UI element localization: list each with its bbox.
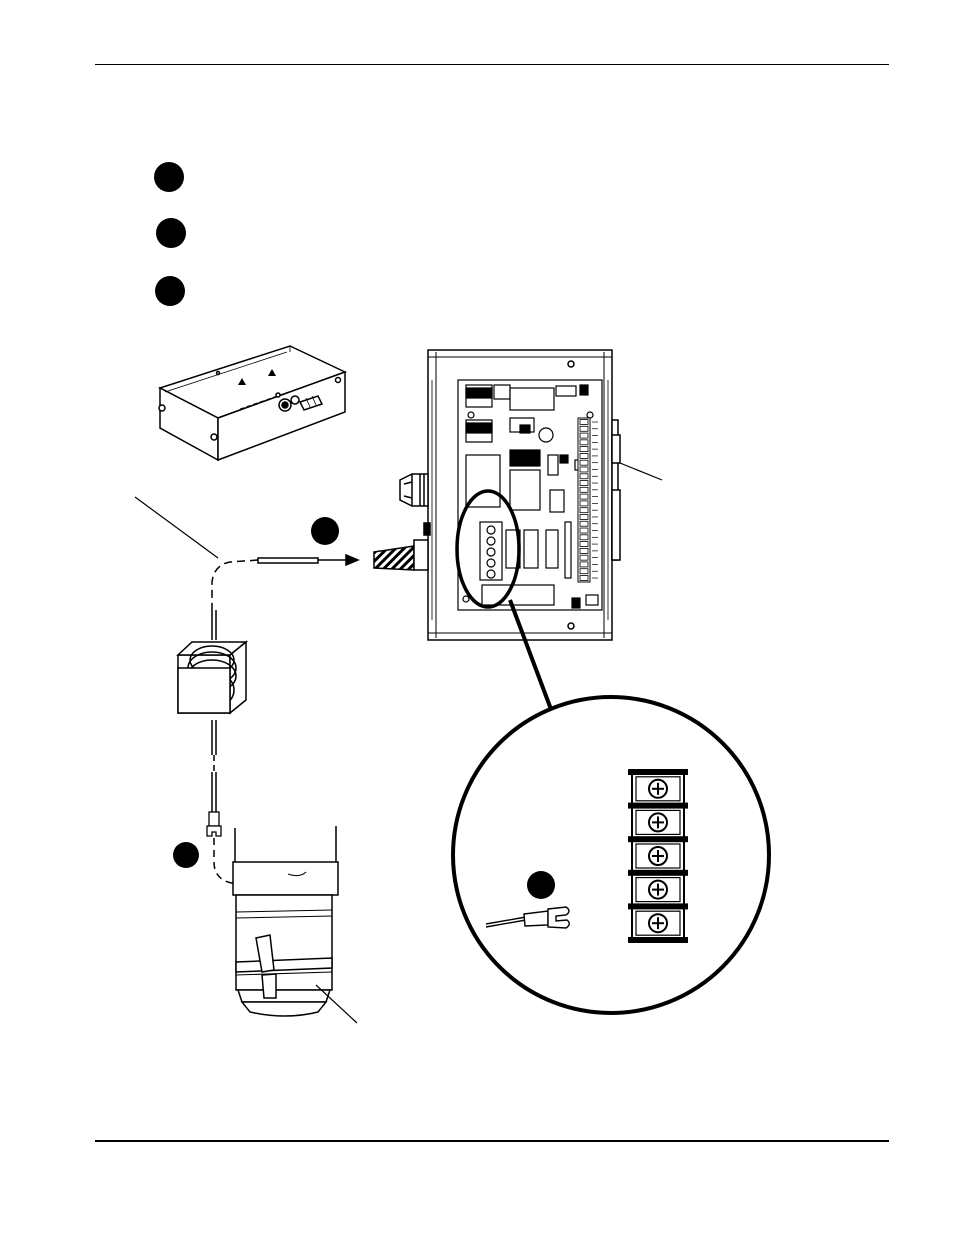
- pcb-terminal: [579, 500, 589, 507]
- pcb-terminal: [579, 493, 589, 500]
- pcb-terminal: [579, 507, 589, 514]
- pcb-terminal: [579, 554, 589, 561]
- step-1-marker: [154, 162, 184, 192]
- leader-line-left: [134, 496, 219, 559]
- enclosure-box: [158, 345, 347, 462]
- header-rule: [95, 64, 889, 65]
- pcb-terminal: [579, 486, 589, 493]
- pcb-terminal: [579, 520, 589, 527]
- callout-marker-connector: [311, 517, 339, 545]
- pcb-terminal: [579, 568, 589, 575]
- leader-line-sensor: [315, 984, 358, 1024]
- magnify-leader: [508, 599, 554, 713]
- pcb-terminal: [579, 419, 589, 425]
- pcb-terminal: [579, 575, 589, 581]
- pcb-terminal: [579, 480, 589, 486]
- pcb-terminal: [579, 459, 589, 466]
- pcb-terminal: [579, 527, 589, 534]
- pcb-terminal: [579, 561, 589, 568]
- pcb-terminal: [579, 425, 589, 432]
- cable-ferrite: [176, 640, 249, 715]
- footer-rule: [95, 1140, 889, 1142]
- terminal-barrier: [628, 869, 688, 876]
- pcb-terminal: [579, 473, 589, 480]
- callout-marker-spade: [173, 842, 199, 868]
- sensor-tube: [232, 826, 339, 1017]
- leader-line-right: [619, 462, 663, 481]
- detail-terminal-block: [628, 769, 688, 943]
- pcb-terminal: [579, 453, 589, 459]
- terminal-barrier: [628, 802, 688, 809]
- terminal-barrier: [628, 836, 688, 843]
- pcb-terminal: [579, 439, 589, 446]
- terminal-barrier: [628, 903, 688, 910]
- detail-circle: [451, 695, 771, 1015]
- pcb-terminal: [579, 547, 589, 554]
- cable-connector: [257, 545, 415, 571]
- pcb-terminal: [579, 432, 589, 439]
- terminal-barrier: [628, 769, 688, 775]
- cable-gland: [399, 473, 429, 507]
- pcb-terminal: [579, 541, 589, 547]
- pcb-terminal: [579, 514, 589, 520]
- highlight-ellipse: [455, 489, 521, 609]
- pcb-terminal-strip: [577, 417, 598, 583]
- step-3-marker: [155, 276, 185, 306]
- cable-spade-terminal: [206, 811, 222, 837]
- pcb-terminal: [579, 446, 589, 453]
- pcb-terminal: [579, 466, 589, 473]
- pcb-terminal: [579, 534, 589, 541]
- detail-spade-terminal: [485, 906, 570, 929]
- callout-marker-detail: [527, 871, 555, 899]
- step-2-marker: [156, 218, 186, 248]
